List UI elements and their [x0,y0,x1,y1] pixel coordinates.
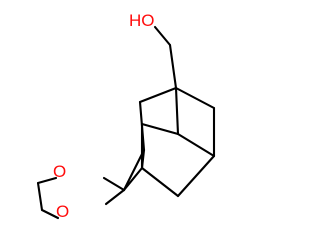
molecule-structure: HO O O [36,11,216,221]
bond-c7-o1 [102,176,126,192]
bond-o2-ch2 [40,208,60,220]
bond-c10-c6 [176,154,216,198]
hydroxyl-label: HO [129,11,155,30]
bond-ch2-to-c1 [168,43,178,90]
bond-c8-c7 [122,166,144,192]
bond-c1-c4 [174,86,180,136]
bond-c8-c10 [140,166,180,198]
bond-c4-c6 [176,132,216,158]
bond-ch2-to-oh [153,25,172,47]
bond-c1-c2 [138,86,178,104]
bond-c1-c3 [174,86,216,110]
bond-c4-c9 [140,122,180,136]
bond-c7-o2 [104,188,126,206]
bond-ch2-ch2 [36,181,44,212]
bond-o1-ch2 [36,176,58,185]
bond-c5-c7 [122,148,146,192]
oxygen-label-lower: O [56,202,69,221]
oxygen-label-upper: O [53,162,66,181]
